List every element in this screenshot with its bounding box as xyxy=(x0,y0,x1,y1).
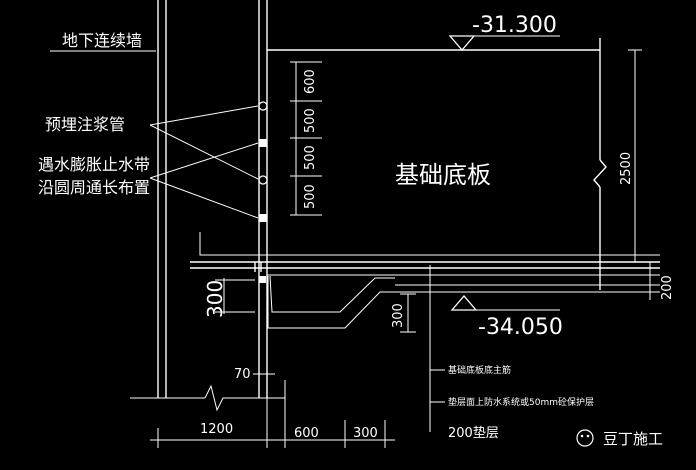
elevation-bottom: -34.050 xyxy=(478,315,563,340)
elevation-marker-bottom xyxy=(450,295,560,311)
grout-pipe-icon xyxy=(258,175,268,185)
dimension-300-mid xyxy=(400,293,416,333)
dim-600-h: 600 xyxy=(294,426,319,441)
dim-500-a: 500 xyxy=(303,108,318,133)
elevation-marker-top xyxy=(448,35,560,51)
slab-outline xyxy=(267,38,607,290)
dim-70: 70 xyxy=(234,367,251,382)
label-slab: 基础底板 xyxy=(395,161,491,189)
dim-200: 200 xyxy=(660,275,675,300)
leader-lines xyxy=(50,50,259,219)
label-water-stop: 遇水膨胀止水带 xyxy=(38,155,150,174)
dim-1200: 1200 xyxy=(200,422,233,437)
dim-500-c: 500 xyxy=(303,184,318,209)
elevation-top: -31.300 xyxy=(472,13,557,38)
dimension-300-left xyxy=(215,278,255,314)
dim-300-mid: 300 xyxy=(391,303,406,328)
embedded-items xyxy=(258,101,268,283)
wechat-icon-eye xyxy=(580,434,584,438)
dim-2500: 2500 xyxy=(619,152,634,185)
grout-pipe-icon xyxy=(258,101,268,111)
wechat-icon xyxy=(576,429,594,447)
note-waterproofing: 垫层面上防水系统或50mm砼保护层 xyxy=(448,396,594,408)
water-stop-icon xyxy=(259,276,266,283)
note-leader xyxy=(429,265,445,432)
water-stop-icon xyxy=(259,139,267,147)
label-diaphragm-wall: 地下连续墙 xyxy=(62,31,142,50)
label-grout-pipe: 预埋注浆管 xyxy=(45,115,125,134)
dimension-2500 xyxy=(628,49,642,263)
dim-300-bottom: 300 xyxy=(353,426,378,441)
note-main-rebar: 基础底板底主筋 xyxy=(448,364,511,376)
note-blinding: 200垫层 xyxy=(448,425,499,441)
slab-bottom-layers xyxy=(190,232,660,329)
dim-500-b: 500 xyxy=(303,145,318,170)
wechat-icon-eye xyxy=(586,434,590,438)
bottom-dimension-chain xyxy=(150,380,395,448)
label-perimeter: 沿圆周通长布置 xyxy=(38,178,150,197)
water-stop-icon xyxy=(259,214,267,222)
dim-600-v: 600 xyxy=(303,69,318,94)
watermark-text: 豆丁施工 xyxy=(603,430,663,448)
watermark: 豆丁施工 xyxy=(576,429,663,448)
dim-300-left: 300 xyxy=(203,280,227,318)
vertical-dimension-chain xyxy=(290,61,322,216)
diaphragm-wall xyxy=(130,0,285,412)
